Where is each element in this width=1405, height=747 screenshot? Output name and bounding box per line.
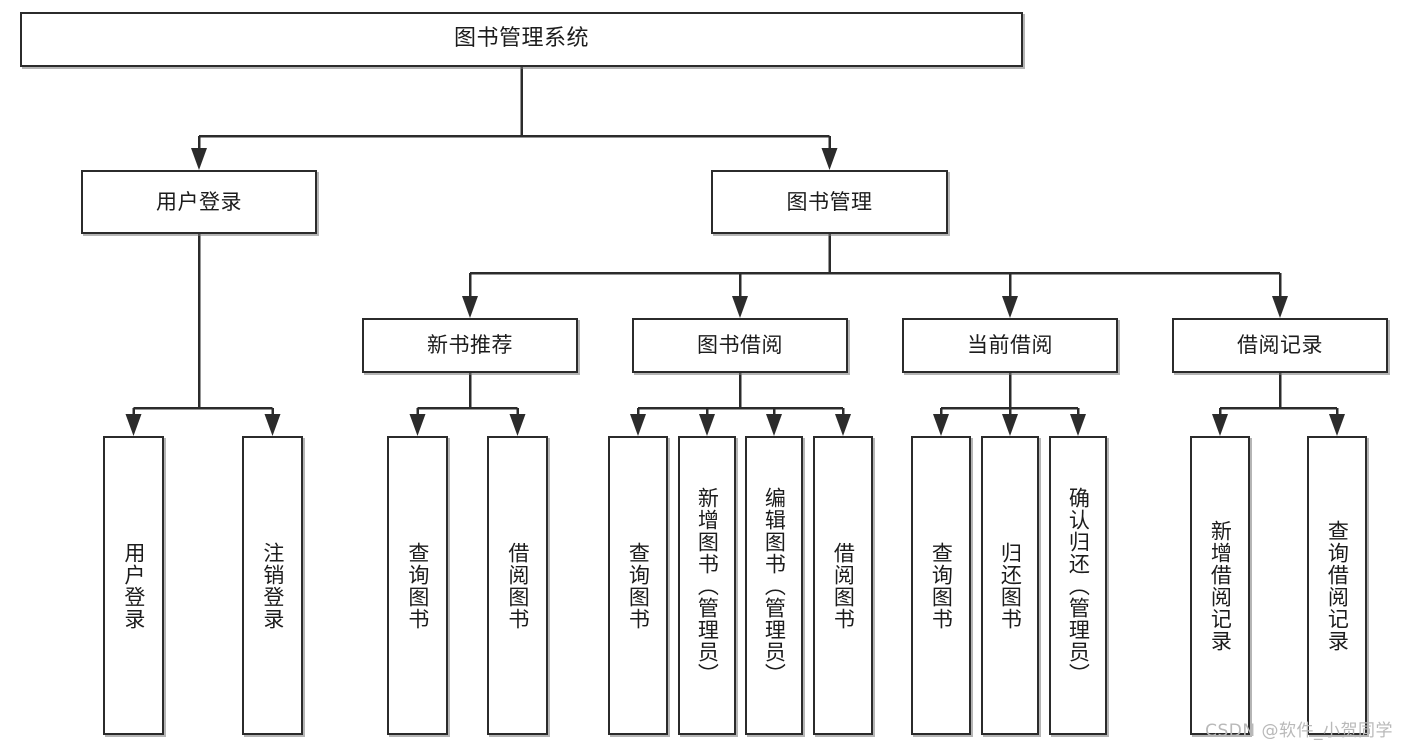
- node-user-login[interactable]: 用户登录: [81, 170, 317, 234]
- node-label: 图书管理: [786, 189, 873, 214]
- node-label: 注销登录: [260, 541, 285, 630]
- node-leaf-add-record[interactable]: 新增借阅记录: [1190, 436, 1250, 735]
- watermark-text: CSDN @软件_小贺同学: [1205, 721, 1393, 741]
- node-new-book-recommend[interactable]: 新书推荐: [362, 318, 578, 373]
- node-label: 借阅图书: [831, 541, 856, 630]
- node-leaf-query-record[interactable]: 查询借阅记录: [1307, 436, 1367, 735]
- node-leaf-borrow-book-1[interactable]: 借阅图书: [487, 436, 548, 735]
- node-label: 归还图书: [998, 541, 1023, 630]
- node-label: 用户登录: [121, 541, 146, 630]
- node-label: 借阅图书: [505, 541, 530, 630]
- node-label: 新书推荐: [427, 333, 513, 358]
- node-leaf-confirm-return[interactable]: 确认归还（管理员）: [1049, 436, 1107, 735]
- node-label: 查询图书: [929, 541, 954, 630]
- node-leaf-query-book-3[interactable]: 查询图书: [911, 436, 971, 735]
- node-leaf-add-book[interactable]: 新增图书（管理员）: [678, 436, 736, 735]
- node-label: 查询图书: [405, 541, 430, 630]
- node-leaf-edit-book[interactable]: 编辑图书（管理员）: [745, 436, 803, 735]
- node-label: 新增借阅记录: [1208, 519, 1233, 652]
- node-leaf-query-book-2[interactable]: 查询图书: [608, 436, 668, 735]
- node-root[interactable]: 图书管理系统: [20, 12, 1023, 67]
- node-book-borrow[interactable]: 图书借阅: [632, 318, 848, 373]
- node-label: 查询图书: [626, 541, 651, 630]
- node-label: 用户登录: [156, 189, 242, 214]
- node-borrow-record[interactable]: 借阅记录: [1172, 318, 1388, 373]
- node-label: 新增图书（管理员）: [695, 486, 720, 685]
- node-leaf-user-login[interactable]: 用户登录: [103, 436, 164, 735]
- node-book-manage[interactable]: 图书管理: [711, 170, 948, 234]
- node-label: 图书借阅: [697, 333, 783, 358]
- node-leaf-logout[interactable]: 注销登录: [242, 436, 303, 735]
- node-label: 借阅记录: [1237, 333, 1323, 358]
- node-label: 查询借阅记录: [1325, 519, 1350, 652]
- node-leaf-query-book-1[interactable]: 查询图书: [387, 436, 448, 735]
- node-leaf-return-book[interactable]: 归还图书: [981, 436, 1039, 735]
- node-label: 确认归还（管理员）: [1066, 486, 1091, 685]
- node-label: 图书管理系统: [453, 26, 589, 52]
- node-label: 当前借阅: [967, 333, 1053, 358]
- node-current-borrow[interactable]: 当前借阅: [902, 318, 1118, 373]
- node-leaf-borrow-book-2[interactable]: 借阅图书: [813, 436, 873, 735]
- node-label: 编辑图书（管理员）: [762, 486, 787, 685]
